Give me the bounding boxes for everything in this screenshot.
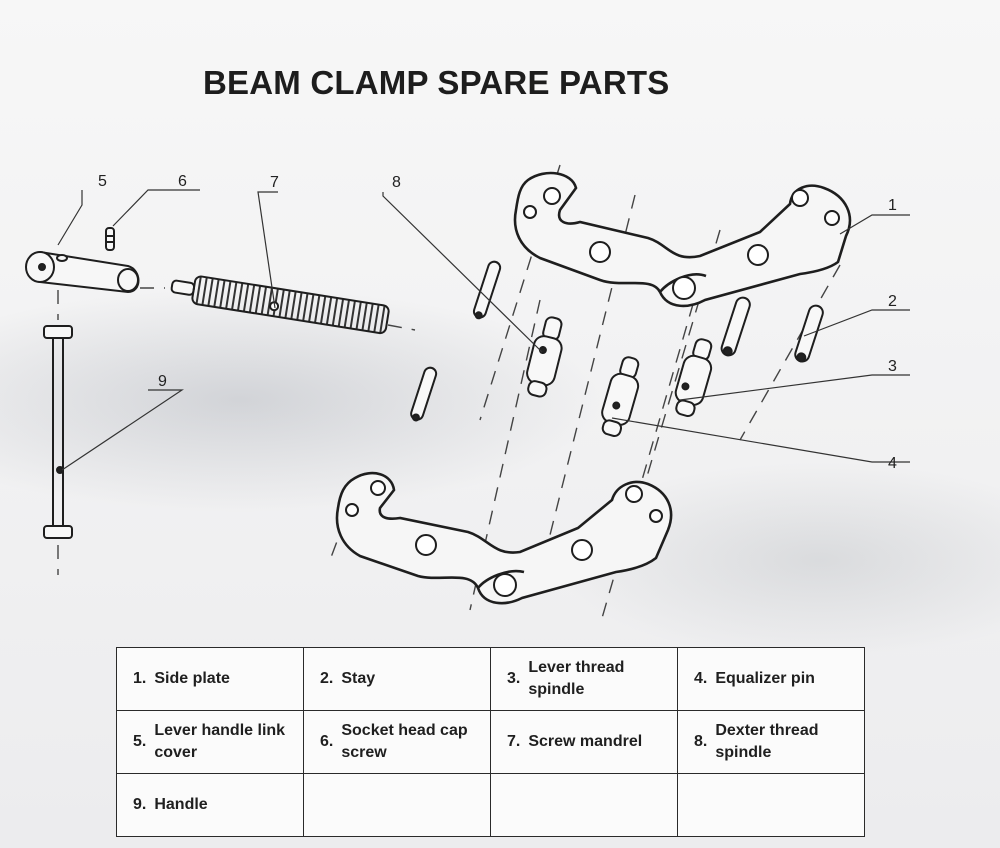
part-cell: 8. Dexter thread spindle xyxy=(677,710,865,774)
side-plate-lower-holes xyxy=(345,480,663,597)
callout-7: 7 xyxy=(270,174,279,191)
exploded-parts-diagram: 1 2 3 4 5 6 7 8 9 xyxy=(25,164,910,626)
empty-cell xyxy=(490,773,678,837)
empty-cell xyxy=(303,773,491,837)
spindle-parts xyxy=(526,316,713,437)
part-label: Lever thread spindle xyxy=(528,658,625,698)
callout-8: 8 xyxy=(392,174,401,191)
callout-numbers: 1 2 3 4 5 6 7 8 9 xyxy=(98,173,897,472)
part-number: 7. xyxy=(507,732,521,750)
stay-pins xyxy=(410,260,824,422)
parts-legend-table: 1. Side plate 2. Stay 3. Lever thread spind… xyxy=(116,647,865,837)
part-number: 9. xyxy=(133,795,147,813)
side-plate-lower xyxy=(335,471,673,605)
part-number: 8. xyxy=(694,733,708,750)
part-cell: 5. Lever handle link cover xyxy=(116,710,304,774)
part-cell: 3. Lever thread spindle xyxy=(490,647,678,711)
callout-4: 4 xyxy=(888,455,897,472)
callout-9: 9 xyxy=(158,373,167,390)
equalizer-pin xyxy=(601,356,640,437)
callout-2: 2 xyxy=(888,293,897,310)
part-cell: 1. Side plate xyxy=(116,647,304,711)
part-label: Stay xyxy=(341,669,376,687)
side-plate-upper-holes xyxy=(523,187,840,300)
dexter-thread-spindle xyxy=(526,316,563,398)
part-label: Socket head cap screw xyxy=(341,721,468,761)
part-label: Lever handle link cover xyxy=(154,721,286,761)
leader-lines xyxy=(57,189,910,471)
part-number: 6. xyxy=(320,733,334,750)
part-label: Equalizer pin xyxy=(715,669,815,687)
part-cell: 2. Stay xyxy=(303,647,491,711)
callout-3: 3 xyxy=(888,358,897,375)
table-row: 1. Side plate 2. Stay 3. Lever thread spind… xyxy=(116,647,865,711)
part-cell: 7. Screw mandrel xyxy=(490,710,678,774)
part-label: Handle xyxy=(154,795,208,813)
diagram-title: BEAM CLAMP SPARE PARTS xyxy=(203,64,670,101)
part-label: Screw mandrel xyxy=(528,732,643,750)
part-cell: 9. Handle xyxy=(116,773,304,837)
part-cell: 4. Equalizer pin xyxy=(677,647,865,711)
screw-mandrel xyxy=(170,275,390,335)
handle xyxy=(43,325,73,539)
part-number: 5. xyxy=(133,733,147,750)
lever-handle-link-cover xyxy=(25,250,140,294)
empty-cell xyxy=(677,773,865,837)
part-cell: 6. Socket head cap screw xyxy=(303,710,491,774)
callout-6: 6 xyxy=(178,173,187,190)
table-row: 5. Lever handle link cover 6. Socket head … xyxy=(116,710,865,774)
table-row: 9. Handle xyxy=(116,773,865,837)
part-number: 4. xyxy=(694,669,708,687)
part-label: Dexter thread spindle xyxy=(715,721,819,761)
part-number: 1. xyxy=(133,669,147,687)
lever-thread-spindle xyxy=(674,338,713,418)
callout-1: 1 xyxy=(888,197,897,214)
part-label: Side plate xyxy=(154,669,230,687)
part-number: 2. xyxy=(320,669,334,687)
callout-5: 5 xyxy=(98,173,107,190)
socket-head-cap-screw xyxy=(105,227,115,251)
part-number: 3. xyxy=(507,670,521,687)
